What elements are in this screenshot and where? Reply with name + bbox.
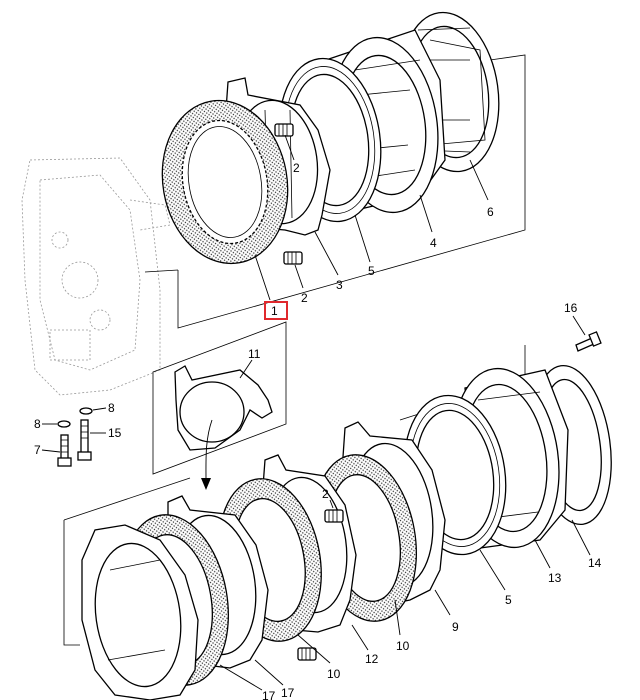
transmission-housing	[21, 157, 171, 396]
spring-upper-1	[274, 123, 294, 137]
label-part-3: 3	[336, 278, 343, 292]
label-part-10-a: 10	[396, 639, 410, 653]
label-part-17-a: 17	[262, 689, 276, 700]
label-part-13: 13	[548, 571, 562, 585]
label-part-16: 16	[564, 301, 578, 315]
washer-part-8-right	[79, 407, 93, 415]
washer-part-8-left	[57, 420, 71, 428]
label-part-4: 4	[430, 236, 437, 250]
highlight-box	[264, 301, 288, 320]
part-11-panel: 11	[152, 321, 287, 490]
bolt-part-7	[57, 434, 72, 467]
bolt-part-16: 16	[564, 301, 602, 352]
label-part-2-a: 2	[293, 161, 300, 175]
label-part-8-a: 8	[34, 417, 41, 431]
upper-callouts: 1 2 2 3 5 4 6	[254, 134, 494, 320]
label-part-12: 12	[365, 652, 379, 666]
part-1-friction-disc	[161, 99, 289, 265]
label-part-2-c: 2	[322, 487, 329, 501]
label-part-5-a: 5	[368, 264, 375, 278]
label-part-11: 11	[248, 347, 261, 361]
spring-lower-1	[324, 509, 344, 523]
arrow-down-icon	[201, 478, 211, 490]
spring-upper-2	[283, 251, 303, 265]
label-part-9: 9	[452, 620, 459, 634]
label-part-5-b: 5	[505, 593, 512, 607]
label-part-6: 6	[487, 205, 494, 219]
label-part-17-b: 17	[281, 686, 295, 700]
lower-callouts: 2 10 12 10 9 5 13 14 17 17	[219, 487, 602, 700]
upper-group-outline	[144, 54, 526, 329]
label-part-15: 15	[108, 426, 122, 440]
label-part-8-b: 8	[108, 401, 115, 415]
front-pressure-plate	[81, 524, 199, 700]
bolt-part-15	[77, 419, 92, 461]
label-part-2-b: 2	[301, 291, 308, 305]
left-callouts: 8 8 7 15	[34, 401, 122, 457]
label-part-1: 1	[271, 304, 278, 318]
spring-lower-2	[297, 647, 317, 661]
label-part-14: 14	[588, 556, 602, 570]
label-part-7: 7	[34, 443, 41, 457]
label-part-10-b: 10	[327, 667, 341, 681]
